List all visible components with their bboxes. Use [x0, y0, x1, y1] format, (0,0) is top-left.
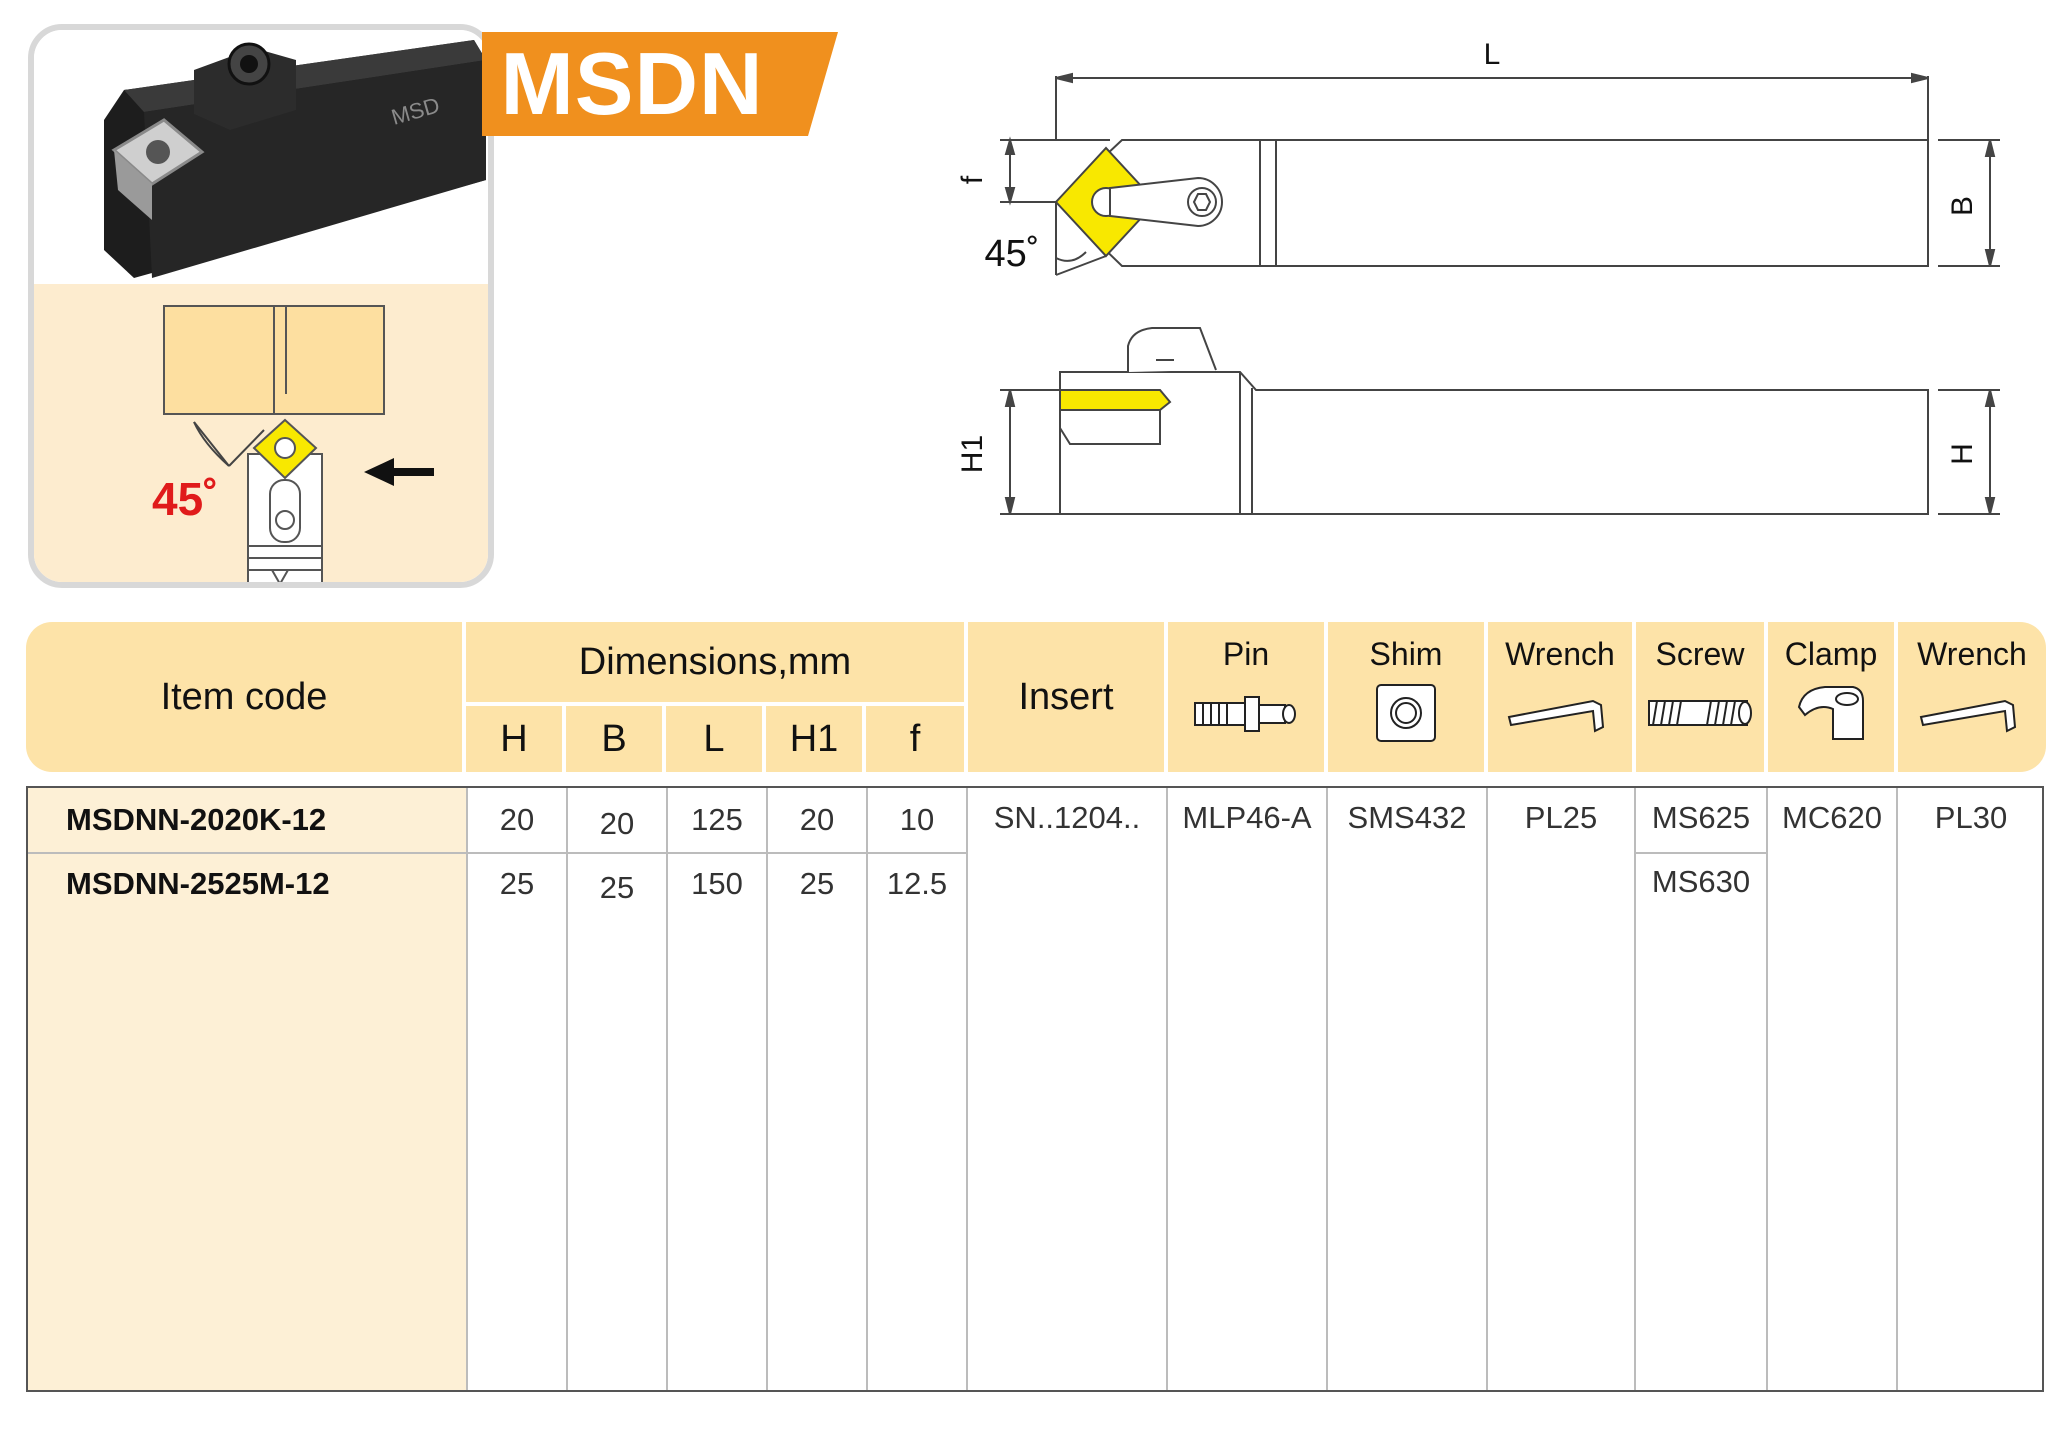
- header-clamp-label: Clamp: [1784, 636, 1878, 672]
- banner-shape: [482, 32, 838, 136]
- pin-icon: [1194, 696, 1296, 732]
- table-cell-H1: 20: [799, 802, 835, 837]
- header-dimensions: Dimensions,mm: [466, 622, 964, 702]
- table-cell-clamp: MC620: [1782, 800, 1882, 835]
- dim-B-label: B: [1946, 196, 1979, 216]
- table-cell-L: 150: [691, 866, 743, 901]
- angle-label: 45˚: [152, 473, 219, 525]
- top-view: [1000, 72, 2000, 276]
- table-cell-f: 10: [899, 802, 935, 837]
- header-pin: Pin: [1168, 622, 1324, 772]
- table-cell-L: 125: [691, 802, 743, 837]
- table-cell-H: 20: [499, 802, 535, 837]
- header-dim-H: H: [466, 706, 562, 772]
- header-dim-B: B: [566, 706, 662, 772]
- header-shim-label: Shim: [1369, 636, 1443, 672]
- table-cell-B: 25: [599, 870, 635, 905]
- clamp-icon: [1797, 686, 1864, 740]
- shim-icon: [1376, 684, 1436, 742]
- table-cell-pin: MLP46-A: [1182, 800, 1312, 835]
- header-screw-label: Screw: [1655, 636, 1745, 672]
- tool-holder-illustration: MSD: [104, 40, 486, 278]
- dim-L-label: L: [1484, 38, 1501, 71]
- header-wrench-2-label: Wrench: [1917, 636, 2027, 672]
- header-dim-H1: H1: [766, 706, 862, 772]
- table-cell-B: 20: [599, 806, 635, 841]
- screw-icon: [1648, 700, 1752, 726]
- dim-H1-label: H1: [960, 435, 989, 473]
- header-wrench-1-label: Wrench: [1505, 636, 1615, 672]
- header-dim-f: f: [866, 706, 964, 772]
- header-screw: Screw: [1636, 622, 1764, 772]
- product-photo-card: MSD 45˚: [28, 24, 494, 588]
- machining-illustration: [163, 305, 434, 582]
- table-cell-insert: SN..1204..: [993, 800, 1141, 835]
- table-header: Item code Dimensions,mm H B L H1 f Inser…: [26, 622, 2046, 772]
- table-row-item-code: MSDNN-2525M-12: [66, 866, 330, 901]
- header-wrench-2: Wrench: [1898, 622, 2046, 772]
- angle-45-label: 45˚: [985, 233, 1040, 275]
- table-cell-H1: 25: [799, 866, 835, 901]
- table-cell-wrench-2: PL30: [1934, 800, 2008, 835]
- table-body: MSDNN-2020K-12 20 20 125 20 10 MSDNN-252…: [26, 786, 2044, 1392]
- header-insert: Insert: [968, 622, 1164, 772]
- table-cell-screw-2: MS630: [1651, 864, 1751, 899]
- side-view: [1000, 327, 2000, 515]
- wrench-icon: [1919, 699, 2017, 733]
- dim-H-label: H: [1946, 443, 1979, 465]
- machining-diagram: 45˚: [34, 284, 488, 582]
- item-code-column: [28, 788, 466, 1390]
- table-cell-wrench-1: PL25: [1524, 800, 1598, 835]
- table-cell-H: 25: [499, 866, 535, 901]
- header-clamp: Clamp: [1768, 622, 1894, 772]
- header-item-code: Item code: [26, 622, 462, 772]
- table-cell-screw-1: MS625: [1651, 800, 1751, 835]
- title-banner: MSDN: [482, 32, 838, 136]
- header-dim-L: L: [666, 706, 762, 772]
- header-pin-label: Pin: [1222, 636, 1270, 672]
- wrench-icon: [1507, 699, 1605, 733]
- technical-drawing: L f 45˚ B H1 H: [960, 38, 2000, 515]
- page-title: MSDN: [500, 34, 764, 133]
- table-row-item-code: MSDNN-2020K-12: [66, 802, 327, 837]
- dim-f-label: f: [960, 175, 989, 184]
- table-cell-f: 12.5: [886, 866, 948, 901]
- header-shim: Shim: [1328, 622, 1484, 772]
- table-cell-shim: SMS432: [1347, 800, 1467, 835]
- tool-holder-photo: MSD: [34, 30, 488, 284]
- header-wrench-1: Wrench: [1488, 622, 1632, 772]
